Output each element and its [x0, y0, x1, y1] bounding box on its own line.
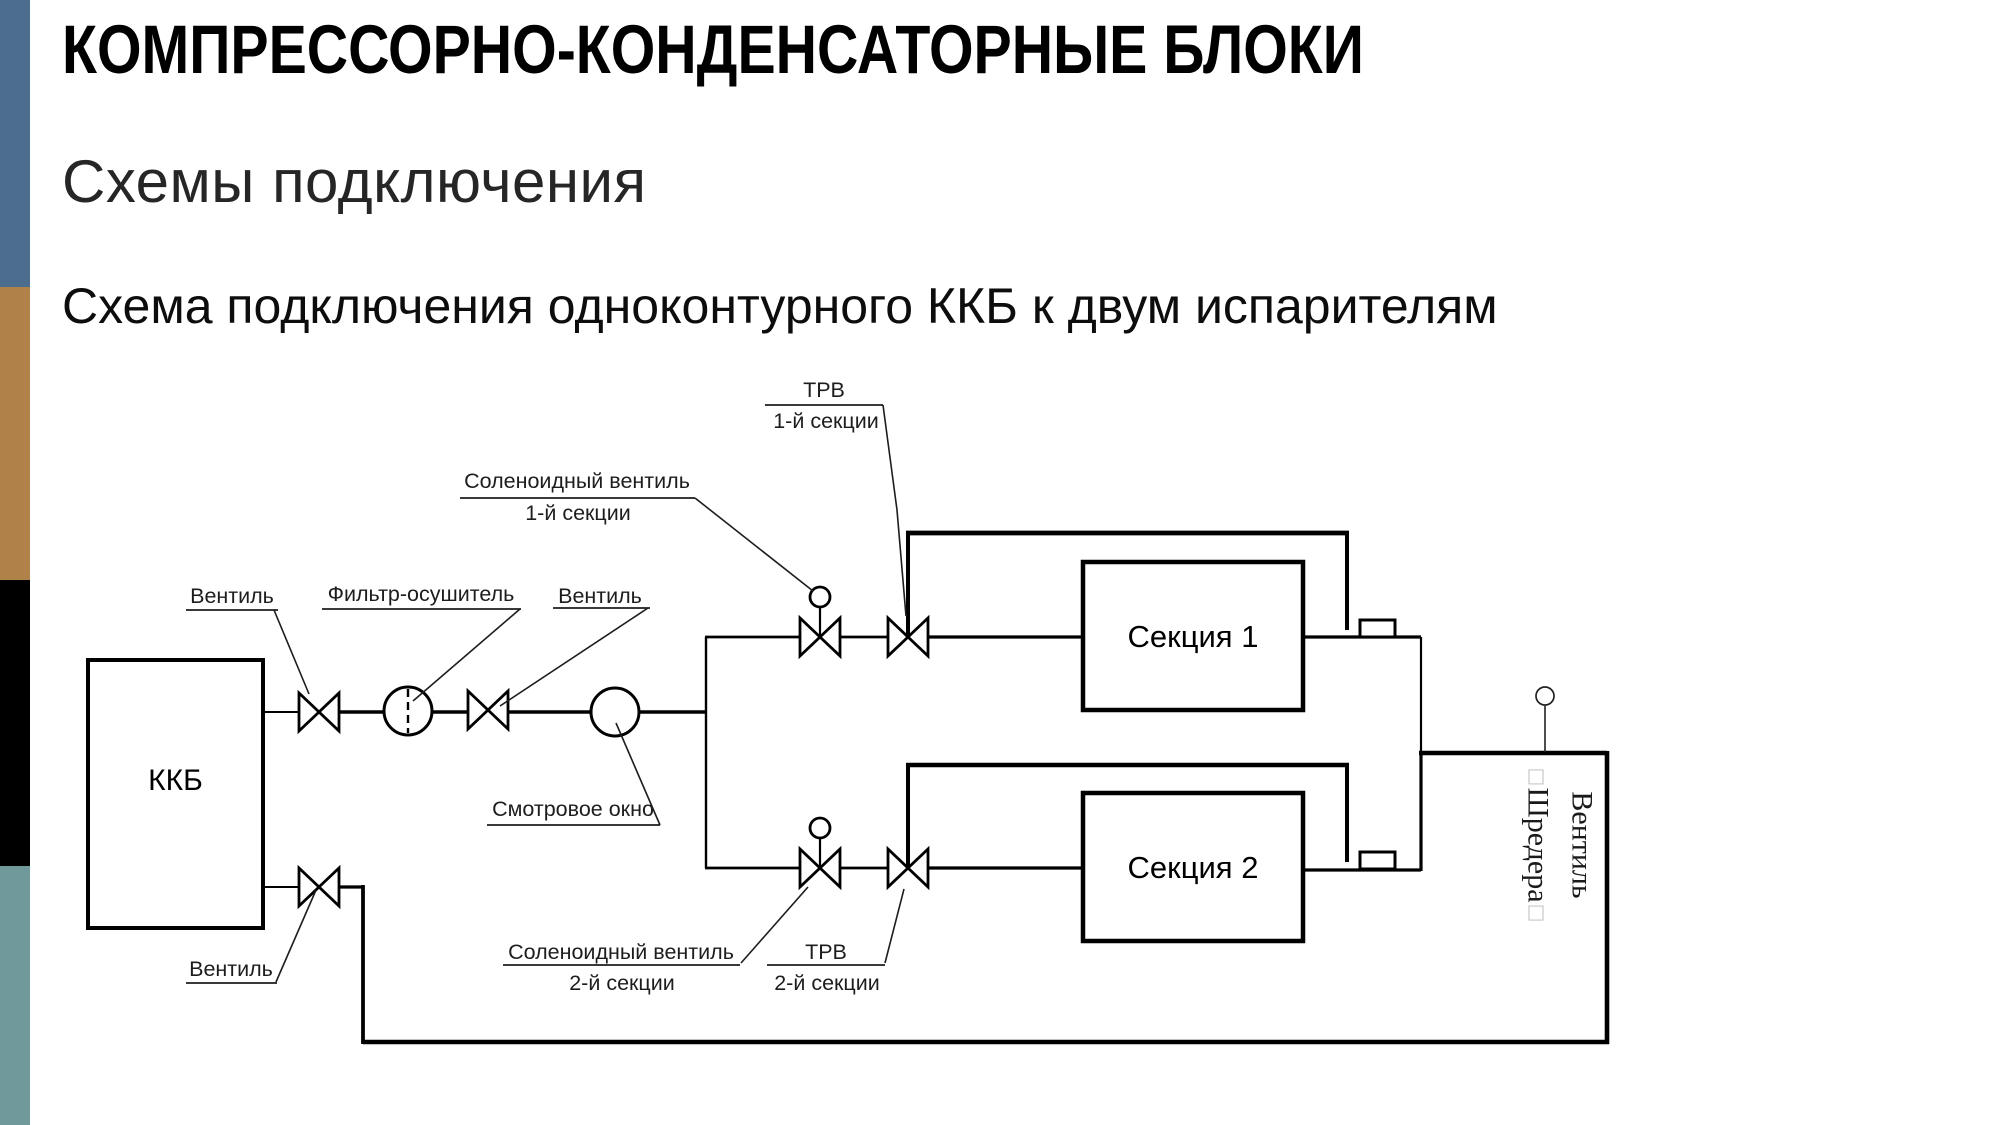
filter-drier-label: Фильтр-осушитель — [327, 582, 515, 606]
page-title: КОМПРЕССОРНО-КОНДЕНСАТОРНЫЕ БЛОКИ — [62, 11, 1364, 88]
schrader-label-line2: □Шредера□ — [1514, 753, 1560, 938]
trv1-label: ТРВ — [803, 378, 845, 402]
valve-top-icon — [297, 689, 341, 735]
manifold-pipes — [704, 635, 1083, 870]
sight-glass-icon — [589, 686, 641, 738]
sidebar-stripe-blue — [0, 0, 30, 287]
trv1-capillary-pipes — [906, 530, 1349, 637]
valve-top-label: Вентиль — [190, 584, 274, 608]
valve-mid-icon — [466, 687, 510, 733]
trv2-capillary-pipes — [906, 762, 1349, 868]
solenoid1-valve-icon — [798, 585, 842, 660]
sensor-bulb1-icon — [1358, 618, 1397, 639]
leader-lines — [273, 404, 907, 983]
solenoid1-sub-label: 1-й секции — [525, 501, 631, 525]
valve-bottom-icon — [297, 864, 341, 910]
solenoid1-label: Соленоидный вентиль — [464, 469, 690, 493]
kkb-box-label: ККБ — [148, 764, 203, 797]
label-underlines — [186, 404, 885, 984]
section2-box-label: Секция 2 — [1127, 850, 1259, 885]
trv2-label: ТРВ — [805, 940, 847, 964]
page-subtitle: Схемы подключения — [62, 148, 647, 215]
tofu-glyph: □ — [1522, 769, 1550, 785]
sidebar-stripe-black — [0, 580, 30, 866]
solenoid2-sub-label: 2-й секции — [569, 971, 675, 995]
sidebar-stripe-teal — [0, 866, 30, 1125]
trv1-sub-label: 1-й секции — [773, 409, 879, 433]
sensor-bulb2-icon — [1358, 850, 1397, 871]
trv2-sub-label: 2-й секции — [774, 971, 880, 995]
schrader-valve-label: Вентиль □Шредера□ — [1510, 753, 1604, 938]
valve-mid-label: Вентиль — [558, 584, 642, 608]
solenoid2-valve-icon — [798, 816, 842, 891]
schrader-label-line1: Вентиль — [1565, 791, 1599, 899]
section1-box-label: Секция 1 — [1127, 619, 1259, 654]
diagram-caption: Схема подключения одноконтурного ККБ к д… — [62, 278, 1498, 334]
section1-box — [1080, 559, 1306, 713]
suction-return-pipes — [263, 635, 1610, 1045]
schrader-valve-icon — [1535, 686, 1555, 752]
sight-glass-label: Смотровое окно — [492, 797, 654, 821]
valve-bottom-label: Вентиль — [189, 957, 273, 981]
trv2-valve-icon — [886, 845, 930, 891]
tofu-glyph: □ — [1522, 905, 1550, 921]
kkb-box — [86, 658, 265, 930]
sidebar-stripe-tan — [0, 287, 30, 580]
trv1-valve-icon — [886, 614, 930, 660]
solenoid2-label: Соленоидный вентиль — [508, 940, 734, 964]
filter-drier-icon — [382, 685, 434, 737]
section2-box — [1080, 790, 1306, 944]
